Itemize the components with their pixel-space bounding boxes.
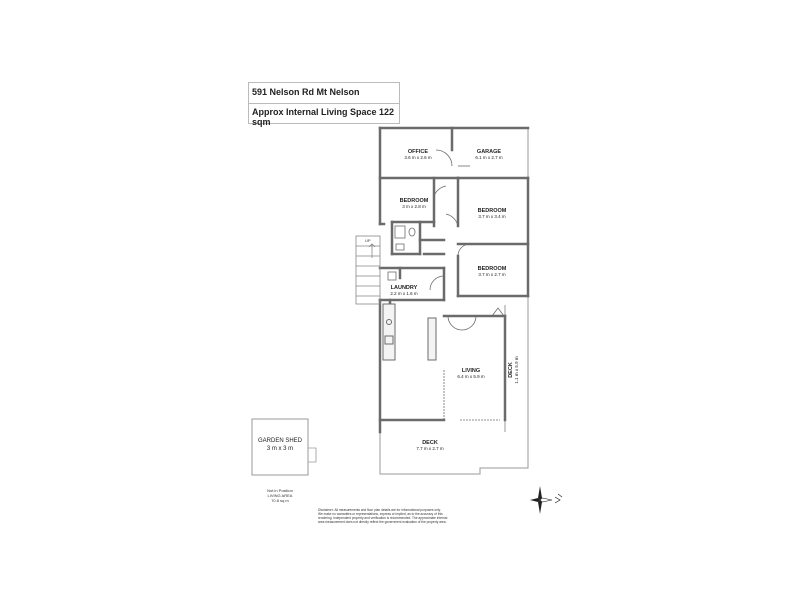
- side-deck-label-group: DECK 1.1 m x 5.9 m: [508, 356, 519, 384]
- room-dims-bedroom-1: 3 m x 2.8 m: [402, 204, 426, 209]
- toilet-icon: [408, 227, 416, 237]
- room-dims-living: 6.4 m x 5.9 m: [457, 374, 485, 379]
- kitchen-island: [427, 317, 437, 361]
- kitchen-bench: [382, 303, 396, 361]
- stairs: [355, 235, 381, 305]
- shed-door: [308, 447, 317, 463]
- room-name-bedroom-1: BEDROOM: [400, 198, 429, 204]
- bed2-door-swing: [445, 213, 459, 227]
- living-door-swing-right: [461, 315, 477, 331]
- room-dims-bedroom-3: 3.7 m x 2.7 m: [478, 272, 506, 277]
- room-name-bedroom-2: BEDROOM: [478, 208, 507, 214]
- title-box: 591 Nelson Rd Mt Nelson Approx Internal …: [248, 82, 400, 127]
- office-door-swing: [435, 149, 453, 167]
- laundry-door-swing: [429, 275, 445, 291]
- room-dims-laundry: 2.2 m x 1.6 m: [390, 291, 418, 296]
- cooktop-icon: [384, 335, 394, 345]
- stair-outline: [355, 235, 381, 305]
- title-divider: [249, 103, 399, 104]
- shower-icon: [394, 225, 406, 239]
- room-dims-garage: 6.1 m x 2.7 m: [475, 155, 503, 160]
- disclaimer-line2: We make no warranties or representations…: [318, 512, 443, 516]
- disclaimer-line1: Disclaimer: All measurements and floor p…: [318, 508, 441, 512]
- bed3-door-swing: [457, 243, 471, 257]
- room-name-deck-main: DECK: [422, 440, 438, 446]
- basin-icon: [395, 243, 405, 251]
- not-in-position-line3: 70.8 sq m: [271, 498, 289, 503]
- room-name-garage: GARAGE: [477, 149, 501, 155]
- walls: [378, 126, 530, 434]
- sink-icon: [386, 319, 392, 325]
- living-space-text: Approx Internal Living Space 122 sqm: [252, 107, 395, 127]
- kitchen: [382, 303, 437, 361]
- stair-arrow-icon: [368, 243, 376, 258]
- bath-fixtures: [387, 225, 416, 281]
- not-in-position-line1: Not in Position: [267, 488, 293, 493]
- doors: [429, 149, 505, 421]
- room-name-living: LIVING: [462, 368, 480, 374]
- laundry-tub-icon: [387, 271, 397, 281]
- room-dims-deck-main: 7.7 m x 2.7 m: [416, 446, 444, 451]
- garden-shed: [251, 418, 317, 476]
- north-arrow-icon: [530, 486, 563, 514]
- room-dims-bedroom-2: 3.7 m x 3.4 m: [478, 214, 506, 219]
- bed1-door-swing: [433, 185, 447, 197]
- disclaimer: Disclaimer: All measurements and floor p…: [318, 508, 448, 524]
- deck-door-swing: [491, 307, 505, 317]
- room-name-laundry: LAUNDRY: [391, 285, 418, 291]
- disclaimer-line3: rendering. Independent property and veri…: [318, 516, 448, 520]
- disclaimer-line4: area measurement does not directly refle…: [318, 520, 447, 524]
- living-door-swing-left: [447, 315, 463, 331]
- property-address: 591 Nelson Rd Mt Nelson: [252, 87, 360, 97]
- deck-outline: [379, 432, 529, 475]
- room-dims-office: 3.6 m x 2.6 m: [404, 155, 432, 160]
- shed-dims: 3 m x 3 m: [267, 446, 293, 452]
- not-in-position-line2: LIVING AREA: [268, 493, 293, 498]
- room-name-bedroom-3: BEDROOM: [478, 266, 507, 272]
- room-name-deck-side: DECK: [508, 362, 514, 378]
- shed-name: GARDEN SHED: [258, 438, 303, 444]
- stair-up-label: UP: [365, 238, 371, 243]
- shed-outline: [251, 418, 309, 476]
- room-dims-deck-side: 1.1 m x 5.9 m: [514, 356, 519, 384]
- room-name-office: OFFICE: [408, 149, 428, 155]
